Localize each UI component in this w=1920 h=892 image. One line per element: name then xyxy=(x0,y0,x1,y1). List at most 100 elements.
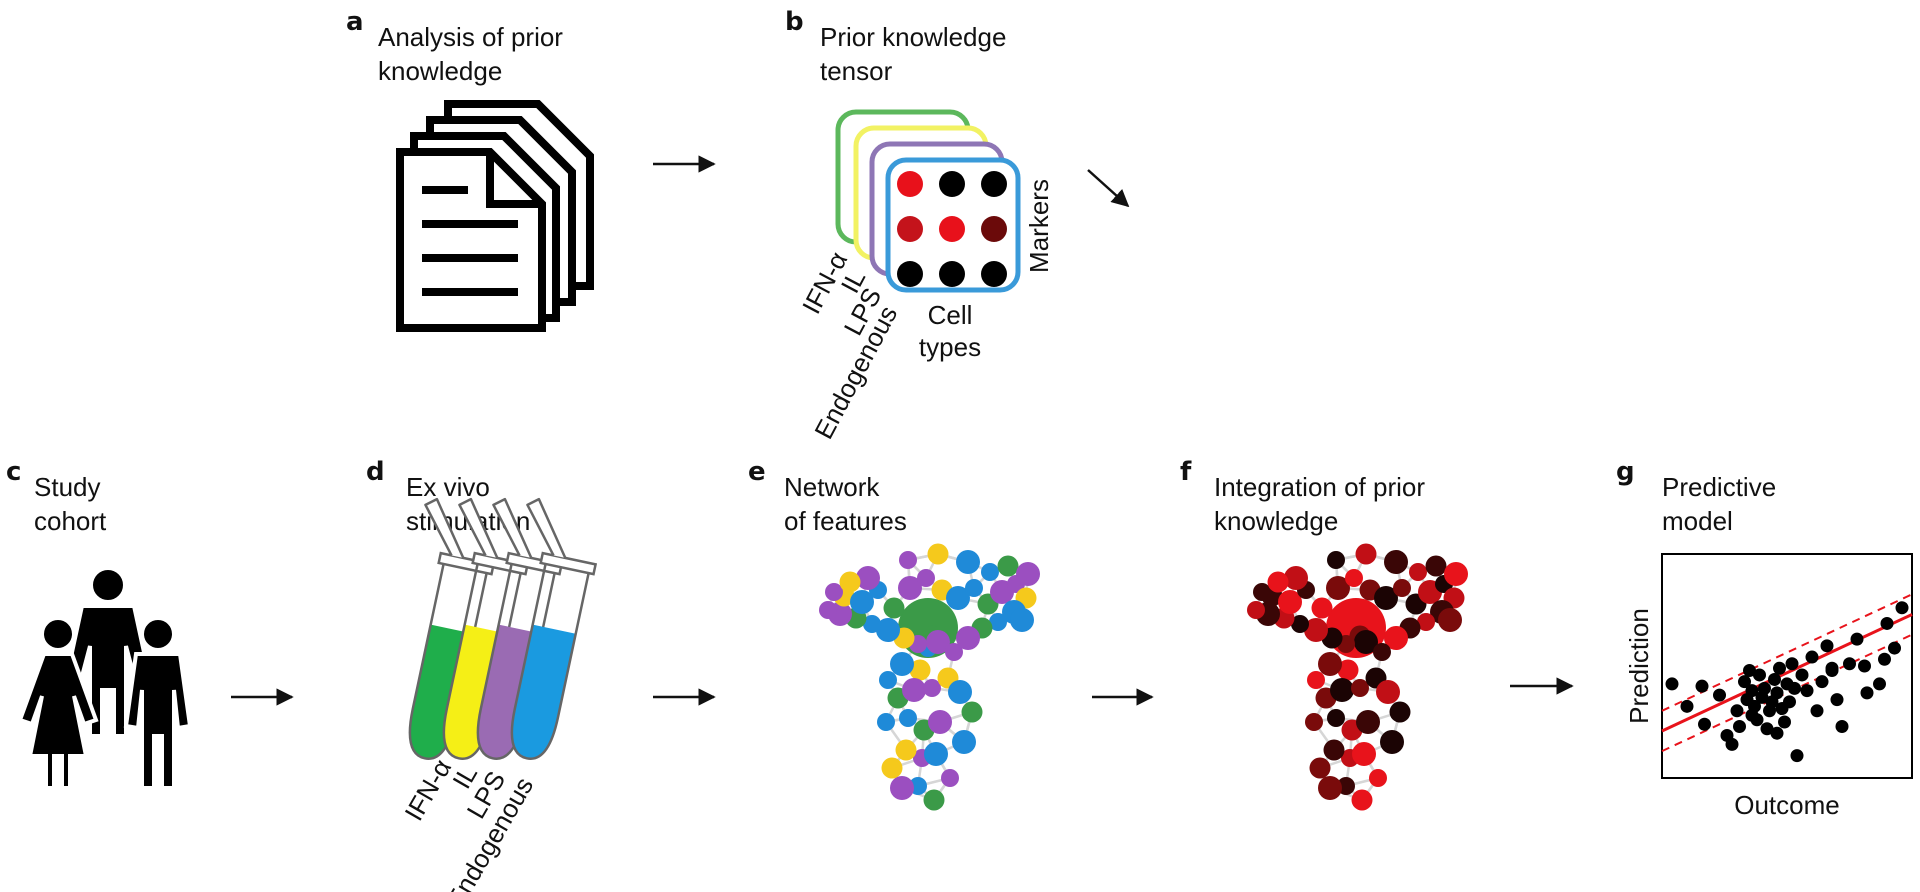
scatter-point xyxy=(1895,601,1909,615)
network-node xyxy=(902,678,926,702)
scatter-plot xyxy=(1661,593,1913,763)
network-node xyxy=(1438,608,1462,632)
tensor-cell-dot xyxy=(981,171,1007,197)
network-node xyxy=(1393,579,1411,597)
feature-network xyxy=(819,543,1040,811)
tensor-cell-dot xyxy=(939,171,965,197)
network-node xyxy=(926,630,950,654)
tensor-cell-dot xyxy=(897,171,923,197)
network-node xyxy=(961,701,983,723)
panel-a-title-line2: knowledge xyxy=(378,56,502,86)
network-node xyxy=(819,601,837,619)
network-node xyxy=(1376,680,1400,704)
tube-cap xyxy=(492,497,533,559)
tensor-cell-dot xyxy=(981,216,1007,242)
panel-f-title-line2: knowledge xyxy=(1214,506,1338,536)
scatter-point xyxy=(1770,686,1784,700)
integrated-network xyxy=(1247,543,1468,811)
network-node xyxy=(898,576,922,600)
tube-cap xyxy=(424,497,465,559)
panel-letter-c: c xyxy=(6,457,21,487)
axis-label-cell-line1: Cell xyxy=(928,300,973,330)
scatter-point xyxy=(1888,641,1901,655)
network-node xyxy=(877,713,895,731)
scatter-point xyxy=(1665,677,1679,691)
network-node xyxy=(1318,652,1342,676)
network-node xyxy=(946,586,970,610)
panel-letter-f: f xyxy=(1180,457,1192,487)
network-node xyxy=(1010,608,1034,632)
panel-c-title-line2: cohort xyxy=(34,506,107,536)
arrow-b-to-model xyxy=(1087,169,1130,208)
scatter-point xyxy=(1730,704,1744,718)
network-node xyxy=(1351,789,1373,811)
prior-knowledge-tensor xyxy=(835,109,1021,293)
tube-rim xyxy=(437,551,496,576)
scatter-point xyxy=(1830,693,1844,707)
scatter-point xyxy=(1790,749,1804,763)
network-node xyxy=(1374,586,1398,610)
network-node xyxy=(825,583,843,601)
y-axis-label: Prediction xyxy=(1624,608,1654,724)
network-node xyxy=(879,671,897,689)
scatter-point xyxy=(1785,657,1799,671)
scatter-point xyxy=(1795,668,1809,682)
network-node xyxy=(956,550,980,574)
network-node xyxy=(1384,550,1408,574)
scatter-point xyxy=(1873,677,1886,691)
network-node xyxy=(928,710,952,734)
network-node xyxy=(981,563,999,581)
network-node xyxy=(899,551,917,569)
scatter-point xyxy=(1778,715,1791,729)
network-node xyxy=(839,571,861,593)
scatter-point xyxy=(1773,661,1786,675)
scatter-point xyxy=(1738,675,1751,689)
network-node xyxy=(923,679,941,697)
network-node xyxy=(1337,659,1359,681)
network-node xyxy=(1345,569,1363,587)
panel-letter-b: b xyxy=(785,7,804,37)
scatter-point xyxy=(1800,684,1814,698)
tensor-cell-dot xyxy=(939,216,965,242)
scatter-point xyxy=(1758,681,1771,695)
network-node xyxy=(965,579,983,597)
panel-g-title-line1: Predictive xyxy=(1662,472,1776,502)
regression-line xyxy=(1661,613,1913,733)
network-node xyxy=(1351,679,1369,697)
network-node xyxy=(945,643,963,661)
network-node xyxy=(997,555,1019,577)
network-node xyxy=(1409,563,1427,581)
scatter-point xyxy=(1835,719,1849,733)
scatter-point xyxy=(1745,684,1759,698)
network-node xyxy=(1355,543,1377,565)
panel-letter-g: g xyxy=(1616,457,1635,487)
documents-icon xyxy=(396,100,594,332)
network-node xyxy=(1384,626,1408,650)
scatter-point xyxy=(1748,699,1761,713)
scatter-point xyxy=(1760,722,1774,736)
scatter-point xyxy=(1750,713,1764,727)
network-node xyxy=(1326,576,1350,600)
network-node xyxy=(1327,709,1345,727)
network-node xyxy=(909,659,931,681)
tube-rim xyxy=(539,551,598,576)
network-node xyxy=(989,613,1007,631)
scatter-point xyxy=(1698,717,1711,731)
scatter-point xyxy=(1695,679,1709,693)
scatter-point xyxy=(1878,652,1891,666)
tube-rim xyxy=(505,551,564,576)
network-node xyxy=(1327,551,1345,569)
axis-label-cell-line2: types xyxy=(919,332,981,362)
panel-e: e Network of features xyxy=(748,457,1040,811)
panel-letter-d: d xyxy=(366,457,385,487)
scatter-point xyxy=(1880,616,1894,630)
scatter-point xyxy=(1770,726,1784,740)
scatter-point xyxy=(1783,695,1796,709)
network-node xyxy=(1318,776,1342,800)
tube-cap xyxy=(458,497,499,559)
sample-tube xyxy=(505,497,598,763)
network-node xyxy=(1305,713,1323,731)
panel-a: a Analysis of prior knowledge xyxy=(346,7,594,332)
network-node xyxy=(1278,590,1302,614)
